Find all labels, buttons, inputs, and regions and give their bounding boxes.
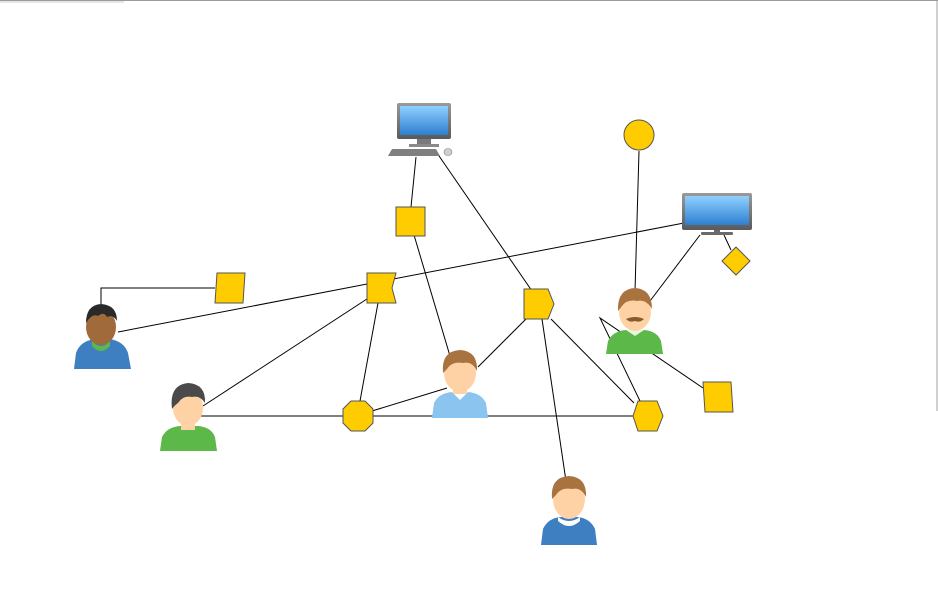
person-dark-hoodie-icon[interactable] bbox=[74, 304, 131, 369]
edge-flag-person-green[interactable] bbox=[202, 296, 371, 407]
edge-octagon-person-center[interactable] bbox=[371, 387, 448, 412]
person-blue-hoodie-icon[interactable] bbox=[541, 476, 597, 545]
edge-square-person-center[interactable] bbox=[413, 234, 451, 357]
edge-desktop-square[interactable] bbox=[410, 156, 417, 208]
edge-flag-octagon[interactable] bbox=[359, 302, 379, 402]
diamond[interactable] bbox=[721, 246, 751, 276]
square-right[interactable] bbox=[702, 381, 734, 413]
monitor-icon[interactable] bbox=[682, 193, 752, 235]
shapes bbox=[214, 119, 751, 432]
person-light-blue-shirt-icon[interactable] bbox=[432, 350, 488, 418]
edge-person-center-chevron[interactable] bbox=[477, 318, 527, 368]
edge-chevron-person-bottom[interactable] bbox=[541, 318, 567, 482]
top-tab-strip bbox=[0, 1, 124, 3]
square-left[interactable] bbox=[214, 272, 246, 304]
hexagon[interactable] bbox=[632, 400, 664, 432]
edge-chevron-hexagon[interactable] bbox=[550, 318, 635, 404]
edge-monitor-person-dark[interactable] bbox=[117, 222, 685, 333]
person-green-shirt-icon[interactable] bbox=[160, 383, 217, 451]
edge-circle-person-mustache[interactable] bbox=[634, 150, 640, 292]
edge-desktop-chevron[interactable] bbox=[436, 152, 533, 292]
square-top[interactable] bbox=[395, 206, 426, 237]
octagon[interactable] bbox=[342, 400, 374, 432]
edge-monitor-diamond[interactable] bbox=[723, 234, 732, 251]
circle-top[interactable] bbox=[623, 119, 655, 151]
edge-hexagon-square-right[interactable] bbox=[598, 316, 704, 402]
chevron-mid[interactable] bbox=[523, 288, 555, 320]
edge-person-dark-square[interactable] bbox=[100, 287, 215, 306]
desktop-computer-icon[interactable] bbox=[388, 103, 453, 156]
edge-monitor-person-mustache[interactable] bbox=[649, 234, 701, 302]
right-scroll-edge bbox=[936, 1, 938, 411]
person-mustache-icon[interactable] bbox=[606, 288, 663, 354]
connector-lines bbox=[100, 150, 732, 482]
flag-left[interactable] bbox=[366, 272, 397, 304]
